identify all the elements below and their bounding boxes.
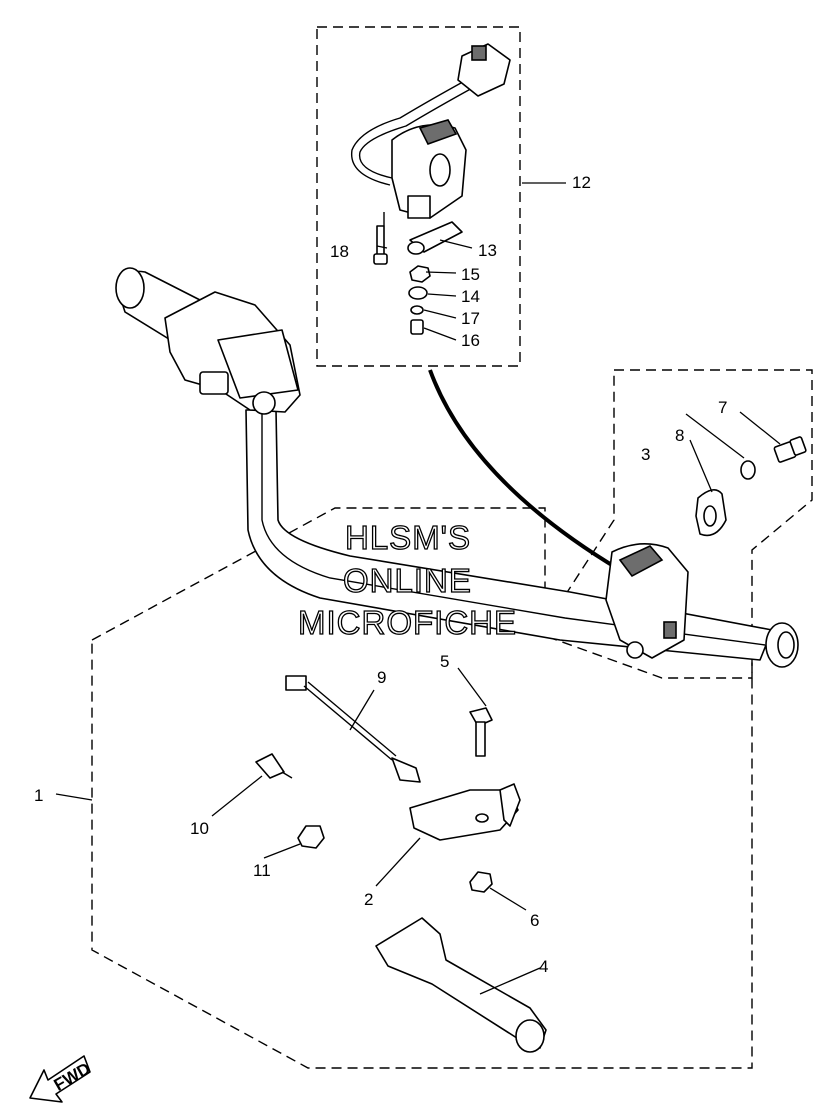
callout-5: 5 xyxy=(440,652,449,671)
callout-13: 13 xyxy=(478,241,497,260)
callout-18: 18 xyxy=(330,242,349,261)
nut-6 xyxy=(469,871,493,893)
washer-14 xyxy=(408,286,428,300)
watermark-line1: HLSM'S xyxy=(345,519,471,556)
callout-11: 11 xyxy=(253,861,271,880)
wire-harness xyxy=(428,369,622,572)
sensor-switch-9 xyxy=(285,675,421,783)
bracket-13 xyxy=(407,221,463,255)
callout-14: 14 xyxy=(461,287,480,306)
lever-4 xyxy=(375,917,547,1053)
callout-12: 12 xyxy=(572,173,591,192)
callout-9: 9 xyxy=(377,668,386,687)
group-box-switch-assembly xyxy=(316,26,521,367)
holder-3 xyxy=(695,489,727,537)
callout-3: 3 xyxy=(641,445,650,464)
washer-8 xyxy=(740,460,756,480)
washer-17 xyxy=(410,305,424,315)
callout-15: 15 xyxy=(461,265,480,284)
switch-assembly-12 xyxy=(351,43,511,219)
callout-16: 16 xyxy=(461,331,480,350)
nut-15 xyxy=(409,265,431,283)
screw-16 xyxy=(410,319,424,335)
callout-2: 2 xyxy=(364,890,373,909)
group-box-holder xyxy=(538,369,813,679)
callout-8: 8 xyxy=(675,426,684,445)
nut-11 xyxy=(297,825,325,849)
lever-holder-2 xyxy=(409,783,521,841)
callout-10: 10 xyxy=(190,819,209,838)
watermark-line2: ONLINE xyxy=(343,562,472,599)
adjuster-10 xyxy=(255,753,293,779)
callout-6: 6 xyxy=(530,911,539,930)
callout-4: 4 xyxy=(539,957,548,976)
callout-17: 17 xyxy=(461,309,480,328)
callout-1: 1 xyxy=(34,786,43,805)
handlebar xyxy=(245,409,799,668)
fwd-arrow-icon: FWD xyxy=(29,1055,94,1103)
handlebar-switch xyxy=(605,543,689,659)
grip-master-cylinder xyxy=(115,267,301,415)
bolt-18 xyxy=(373,225,388,265)
bolt-7 xyxy=(773,436,807,463)
watermark-line3: MICROFICHE xyxy=(298,604,517,641)
bolt-5 xyxy=(469,707,493,757)
callout-7: 7 xyxy=(718,398,727,417)
